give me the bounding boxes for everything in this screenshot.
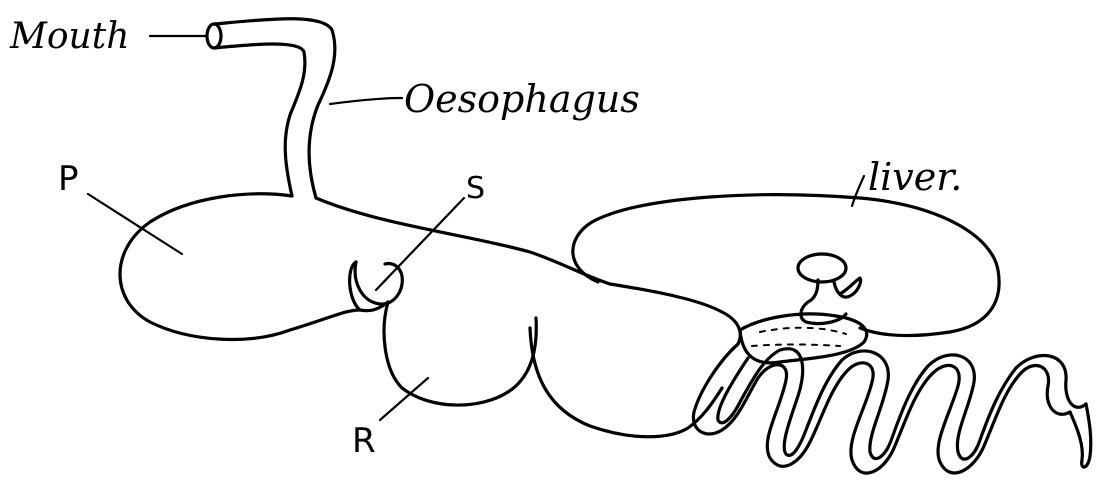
mouth-opening	[207, 24, 221, 48]
p-label: P	[58, 159, 79, 199]
stomach-upper-wall	[316, 198, 610, 284]
oesophagus-leader-line	[330, 98, 402, 104]
liver-label: liver.	[868, 155, 962, 199]
intestine-coils	[693, 344, 1090, 473]
chamber-r	[384, 302, 536, 405]
s-label: S	[466, 171, 485, 206]
chamber-s	[355, 262, 402, 304]
mouth-label: Mouth	[9, 16, 129, 57]
p-leader-line	[88, 194, 182, 254]
oesophagus-label: Oesophagus	[404, 77, 640, 121]
r-label: R	[352, 421, 376, 461]
oesophagus-tube	[207, 19, 335, 198]
chamber-p	[120, 194, 360, 340]
stomach-right-wall	[610, 284, 740, 344]
oesophagus-inner-wall	[214, 44, 305, 196]
liver-leader-line	[852, 176, 864, 206]
s-leader-line	[376, 198, 464, 290]
